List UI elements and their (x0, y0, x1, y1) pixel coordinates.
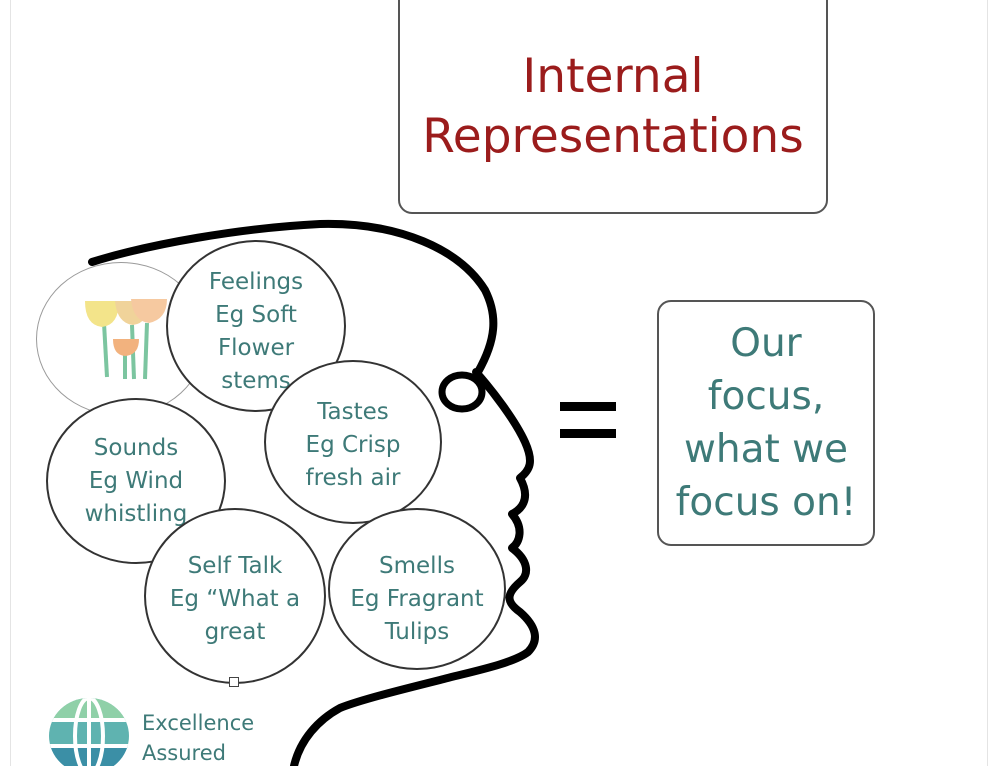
slide-frame (10, 0, 988, 766)
logo-line-2: Assured (142, 741, 226, 765)
self-talk-bubble: Self Talk Eg “What a great (144, 508, 326, 684)
focus-line-4: focus on! (675, 480, 857, 525)
logo-line-1: Excellence (142, 711, 255, 735)
sounds-example-cont: whistling (84, 501, 188, 527)
feelings-example: Eg Soft (215, 302, 297, 328)
tastes-heading: Tastes (317, 399, 389, 425)
title-box: Internal Representations (398, 0, 828, 214)
globe-icon (49, 698, 129, 766)
sounds-heading: Sounds (93, 435, 179, 461)
focus-box: Our focus, what we focus on! (657, 300, 875, 546)
self-talk-example-cont: great (204, 619, 266, 645)
equals-bar-bottom (560, 429, 616, 438)
equals-sign (560, 400, 616, 440)
equals-bar-top (560, 402, 616, 411)
title-line-1: Internal (522, 49, 704, 104)
resize-handle[interactable] (229, 677, 239, 687)
self-talk-example: Eg “What a (169, 586, 301, 612)
feelings-example-cont: Flower (217, 335, 295, 361)
logo-text: Excellence Assured (142, 708, 254, 768)
tastes-bubble: Tastes Eg Crisp fresh air (264, 360, 442, 524)
smells-bubble: Smells Eg Fragrant Tulips (328, 508, 506, 670)
focus-line-2: focus, (707, 374, 825, 419)
self-talk-heading: Self Talk (187, 553, 283, 579)
feelings-example-end: stems (221, 368, 291, 394)
smells-example-cont: Tulips (384, 619, 450, 645)
sounds-bubble: Sounds Eg Wind whistling (46, 398, 226, 564)
focus-line-3: what we (683, 427, 849, 472)
smells-example: Eg Fragrant (350, 586, 484, 612)
tastes-example-cont: fresh air (305, 465, 401, 491)
smells-heading: Smells (379, 553, 455, 579)
title-line-2: Representations (422, 109, 804, 164)
focus-line-1: Our (730, 321, 802, 366)
tastes-example: Eg Crisp (305, 432, 401, 458)
feelings-heading: Feelings (208, 269, 304, 295)
sounds-example: Eg Wind (88, 468, 184, 494)
tulip-icon (85, 299, 167, 380)
